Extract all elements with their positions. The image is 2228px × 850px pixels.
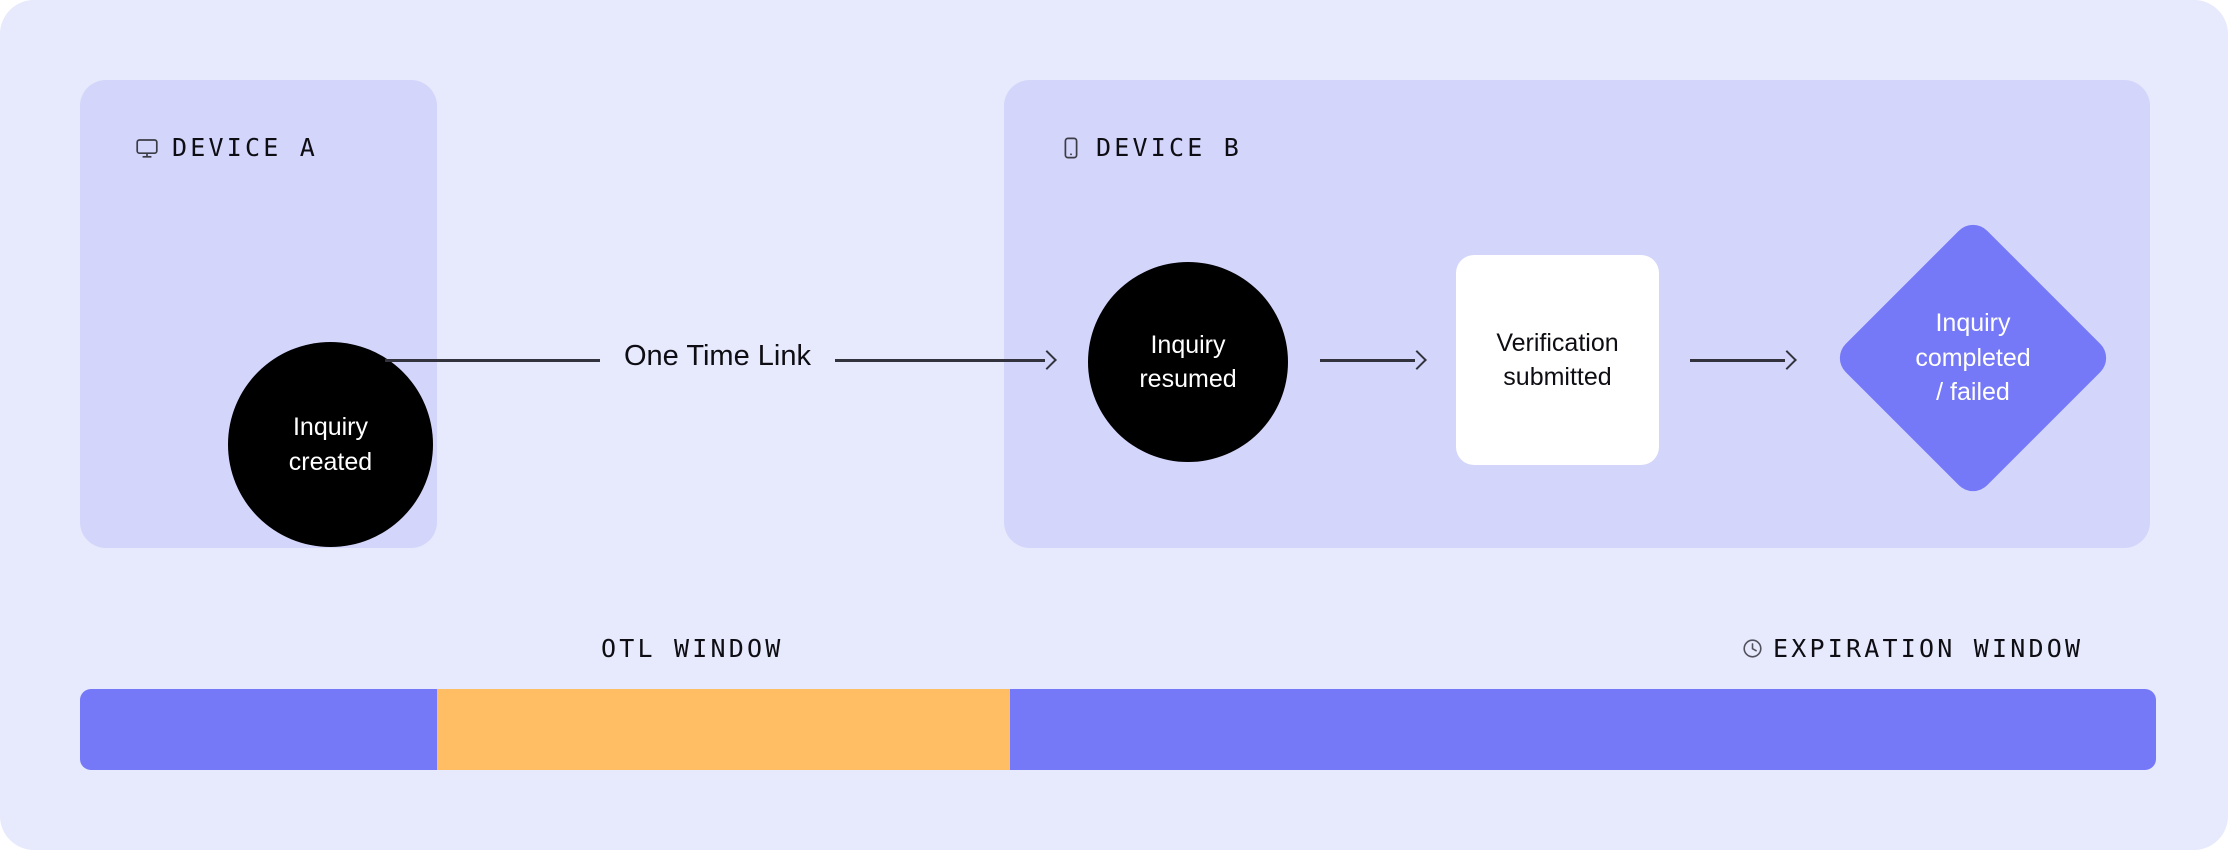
- node-inquiry-completed-failed[interactable]: Inquiry completed / failed: [1831, 216, 2115, 500]
- mobile-phone-icon: [1059, 136, 1083, 160]
- panel-device-a-header: DEVICE A: [135, 135, 318, 160]
- arrow-created-to-link: [385, 348, 600, 372]
- panel-device-a-label: DEVICE A: [172, 133, 319, 162]
- arrow-resumed-to-verification: [1320, 348, 1427, 372]
- panel-device-a: DEVICE A Inquiry created: [80, 80, 437, 548]
- one-time-link-label: One Time Link: [624, 340, 811, 372]
- monitor-icon: [135, 136, 159, 160]
- timeline-bar[interactable]: [80, 689, 2156, 770]
- node-inquiry-completed-failed-label: Inquiry completed / failed: [1915, 309, 2031, 407]
- panel-device-b-label: DEVICE B: [1096, 133, 1243, 162]
- node-inquiry-resumed[interactable]: Inquiry resumed: [1088, 262, 1288, 462]
- arrow-shaft: [1320, 359, 1415, 362]
- timeline-segment-expiration-window[interactable]: [1010, 689, 2156, 770]
- node-inquiry-created-label: Inquiry created: [288, 413, 373, 476]
- arrow-shaft: [835, 359, 1045, 362]
- panel-device-b-header: DEVICE B: [1059, 135, 1242, 160]
- node-verification-submitted[interactable]: Verification submitted: [1456, 255, 1659, 465]
- clock-icon: [1742, 638, 1763, 659]
- arrow-link-to-resumed: [835, 348, 1057, 372]
- arrow-head-icon: [1037, 350, 1057, 370]
- arrow-head-icon: [1407, 350, 1427, 370]
- arrow-shaft: [1690, 359, 1785, 362]
- arrow-head-icon: [1777, 350, 1797, 370]
- timeline-label-expiration-window: EXPIRATION WINDOW: [1742, 636, 2083, 661]
- timeline-label-otl-window: OTL WINDOW: [601, 636, 784, 661]
- timeline-segment-otl-window[interactable]: [437, 689, 1011, 770]
- timeline-label-otl-window-text: OTL WINDOW: [601, 634, 784, 663]
- node-inquiry-resumed-label: Inquiry resumed: [1139, 330, 1237, 394]
- arrow-shaft: [385, 359, 600, 362]
- timeline-segment-pre-otl[interactable]: [80, 689, 438, 770]
- node-verification-submitted-label: Verification submitted: [1496, 328, 1619, 392]
- arrow-verification-to-final: [1690, 348, 1797, 372]
- timeline-label-expiration-window-text: EXPIRATION WINDOW: [1773, 634, 2084, 663]
- node-inquiry-created[interactable]: Inquiry created: [228, 342, 433, 547]
